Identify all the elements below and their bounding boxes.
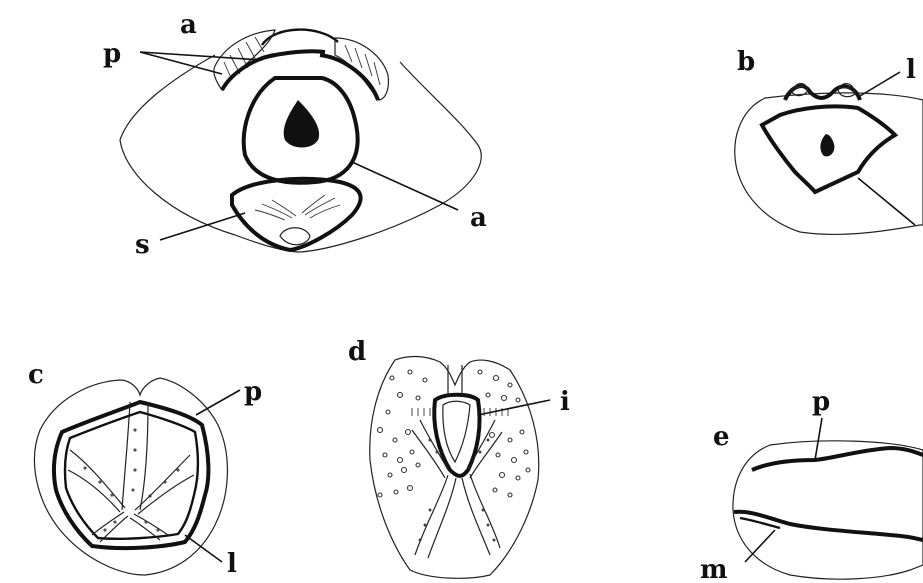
panel-e-label-m: m <box>700 555 728 583</box>
panel-d-label-i: i <box>560 387 570 417</box>
panel-e-outline <box>733 441 923 579</box>
panel-e-label-p: p <box>812 387 830 417</box>
panel-e-upper-line <box>752 448 923 470</box>
panel-d-pores <box>378 370 531 497</box>
panel-c-ring-inner <box>65 412 198 539</box>
panel-d-channel <box>448 365 462 396</box>
panel-b-label: b <box>737 47 755 77</box>
panel-a-aperture-spot <box>284 100 319 148</box>
panel-a-top-cap <box>262 30 338 45</box>
panel-a-label-a: a <box>470 203 487 233</box>
panel-c-leader-p <box>196 390 240 415</box>
panel-d-branch-dots <box>419 439 495 541</box>
panel-a-leader-a <box>352 162 458 210</box>
panel-a-cap-base <box>262 51 325 58</box>
panel-b-label-l: l <box>906 55 916 85</box>
panel-e-label: e <box>713 422 730 452</box>
panel-d-label: d <box>348 337 366 367</box>
panel-c-leader-l <box>185 535 222 562</box>
panel-a-label-p: p <box>103 39 121 69</box>
panel-c-label-l: l <box>227 549 237 579</box>
panel-a: a <box>103 10 487 260</box>
panel-a-s-knob <box>280 228 310 245</box>
panel-a-label: a <box>180 10 197 40</box>
panel-a-leader-p1 <box>140 52 262 60</box>
panel-e-leader-m <box>745 530 775 562</box>
panel-d-central-body <box>434 395 479 476</box>
panel-e-leader-p <box>815 418 822 460</box>
panel-a-outline <box>120 55 481 252</box>
panel-a-right-plate-edge <box>320 55 378 100</box>
panel-d: d <box>348 337 570 578</box>
panel-b-leader-lower <box>858 178 915 225</box>
panel-d-central-inner <box>443 401 470 462</box>
panel-c: c p l <box>28 360 262 579</box>
panel-d-outline <box>370 356 539 578</box>
panel-c-label-p: p <box>244 377 262 407</box>
panel-b-spot <box>820 134 834 156</box>
panel-a-leader-s <box>160 213 245 240</box>
panel-b-leader-l <box>860 72 900 96</box>
panel-b: b l <box>735 47 923 234</box>
panel-e-lower-line <box>734 512 923 540</box>
panel-b-outline <box>735 93 923 235</box>
panel-a-s-striations <box>255 195 340 220</box>
panel-e: e p m <box>700 387 923 583</box>
panel-d-leader-i <box>478 400 550 415</box>
panel-a-label-s: s <box>135 230 150 260</box>
panel-a-s-plate <box>232 179 361 250</box>
panel-c-label: c <box>28 360 44 390</box>
